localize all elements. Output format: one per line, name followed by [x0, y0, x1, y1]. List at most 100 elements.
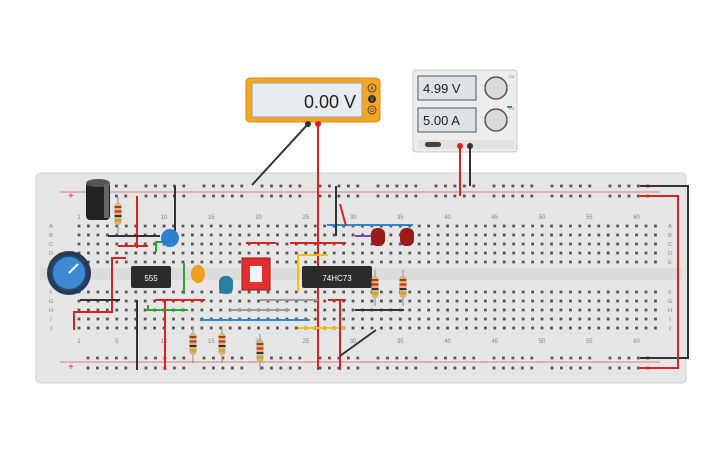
- breadboard-hole[interactable]: [212, 184, 215, 188]
- breadboard-hole[interactable]: [370, 317, 374, 321]
- breadboard-hole[interactable]: [276, 251, 279, 255]
- breadboard-hole[interactable]: [455, 317, 459, 321]
- breadboard-hole[interactable]: [342, 290, 345, 294]
- breadboard-hole[interactable]: [587, 290, 591, 294]
- breadboard-hole[interactable]: [578, 194, 582, 198]
- breadboard-hole[interactable]: [587, 317, 591, 321]
- breadboard-hole[interactable]: [483, 233, 487, 237]
- breadboard-hole[interactable]: [376, 356, 380, 360]
- breadboard-hole[interactable]: [502, 260, 506, 264]
- breadboard-hole[interactable]: [597, 242, 601, 246]
- breadboard-hole[interactable]: [172, 326, 175, 330]
- breadboard-hole[interactable]: [502, 251, 506, 255]
- breadboard-hole[interactable]: [569, 233, 572, 237]
- breadboard-hole[interactable]: [578, 290, 582, 294]
- breadboard-hole[interactable]: [550, 194, 554, 198]
- breadboard-hole[interactable]: [587, 233, 591, 237]
- breadboard-hole[interactable]: [521, 290, 525, 294]
- breadboard-hole[interactable]: [228, 233, 232, 237]
- breadboard-hole[interactable]: [540, 317, 544, 321]
- breadboard-hole[interactable]: [200, 326, 204, 330]
- breadboard-hole[interactable]: [356, 194, 360, 198]
- breadboard-hole[interactable]: [472, 194, 476, 198]
- breadboard-hole[interactable]: [257, 326, 260, 330]
- breadboard-hole[interactable]: [240, 184, 244, 188]
- blue-led[interactable]: [219, 276, 233, 294]
- breadboard-hole[interactable]: [313, 290, 317, 294]
- breadboard-hole[interactable]: [625, 242, 629, 246]
- breadboard-hole[interactable]: [351, 308, 355, 312]
- breadboard-hole[interactable]: [370, 242, 374, 246]
- breadboard-hole[interactable]: [616, 233, 620, 237]
- breadboard-hole[interactable]: [332, 251, 336, 255]
- breadboard-hole[interactable]: [606, 233, 610, 237]
- breadboard-hole[interactable]: [417, 317, 421, 321]
- breadboard-hole[interactable]: [389, 317, 393, 321]
- breadboard-hole[interactable]: [191, 251, 194, 255]
- breadboard-hole[interactable]: [276, 233, 279, 237]
- breadboard-hole[interactable]: [370, 326, 374, 330]
- breadboard-hole[interactable]: [408, 290, 412, 294]
- breadboard-hole[interactable]: [569, 299, 572, 303]
- voltage-knob[interactable]: [484, 76, 508, 100]
- breadboard-hole[interactable]: [502, 224, 506, 228]
- breadboard-hole[interactable]: [427, 317, 431, 321]
- breadboard-hole[interactable]: [446, 224, 449, 228]
- breadboard-hole[interactable]: [380, 260, 383, 264]
- breadboard-hole[interactable]: [502, 242, 506, 246]
- breadboard-hole[interactable]: [436, 308, 440, 312]
- breadboard-hole[interactable]: [635, 317, 638, 321]
- breadboard-hole[interactable]: [618, 356, 621, 360]
- breadboard-hole[interactable]: [285, 242, 289, 246]
- breadboard-hole[interactable]: [414, 366, 418, 370]
- breadboard-hole[interactable]: [181, 233, 185, 237]
- breadboard-hole[interactable]: [427, 326, 431, 330]
- breadboard-hole[interactable]: [644, 290, 648, 294]
- breadboard-hole[interactable]: [398, 317, 402, 321]
- breadboard-hole[interactable]: [635, 326, 638, 330]
- breadboard-hole[interactable]: [427, 299, 431, 303]
- breadboard-hole[interactable]: [455, 224, 459, 228]
- breadboard-hole[interactable]: [644, 251, 648, 255]
- breadboard-hole[interactable]: [191, 233, 194, 237]
- breadboard-hole[interactable]: [644, 242, 648, 246]
- breadboard-hole[interactable]: [323, 299, 327, 303]
- breadboard-hole[interactable]: [260, 194, 264, 198]
- breadboard-hole[interactable]: [618, 184, 621, 188]
- breadboard-hole[interactable]: [143, 242, 147, 246]
- breadboard-hole[interactable]: [202, 356, 206, 360]
- breadboard-hole[interactable]: [606, 251, 610, 255]
- breadboard-hole[interactable]: [540, 308, 544, 312]
- breadboard-hole[interactable]: [380, 326, 383, 330]
- breadboard-hole[interactable]: [105, 356, 109, 360]
- breadboard-hole[interactable]: [209, 224, 213, 228]
- breadboard-hole[interactable]: [502, 308, 506, 312]
- breadboard-hole[interactable]: [124, 356, 128, 360]
- breadboard-hole[interactable]: [356, 356, 360, 360]
- breadboard-hole[interactable]: [143, 260, 147, 264]
- breadboard-hole[interactable]: [266, 251, 270, 255]
- breadboard-hole[interactable]: [569, 366, 573, 370]
- breadboard-hole[interactable]: [298, 356, 302, 360]
- breadboard-hole[interactable]: [380, 317, 383, 321]
- breadboard-hole[interactable]: [114, 194, 118, 198]
- breadboard-hole[interactable]: [124, 290, 128, 294]
- breadboard-hole[interactable]: [96, 356, 99, 360]
- breadboard-hole[interactable]: [453, 194, 457, 198]
- breadboard-hole[interactable]: [455, 233, 459, 237]
- breadboard-hole[interactable]: [209, 233, 213, 237]
- breadboard-hole[interactable]: [124, 308, 128, 312]
- breadboard-hole[interactable]: [96, 242, 100, 246]
- breadboard-hole[interactable]: [427, 251, 431, 255]
- breadboard-hole[interactable]: [465, 224, 468, 228]
- breadboard-hole[interactable]: [635, 299, 638, 303]
- breadboard-hole[interactable]: [625, 233, 629, 237]
- breadboard-hole[interactable]: [376, 194, 380, 198]
- breadboard-hole[interactable]: [77, 224, 81, 228]
- breadboard-hole[interactable]: [608, 194, 612, 198]
- breadboard-hole[interactable]: [202, 366, 206, 370]
- breadboard-hole[interactable]: [328, 184, 331, 188]
- breadboard-hole[interactable]: [427, 233, 431, 237]
- breadboard-hole[interactable]: [455, 290, 459, 294]
- breadboard-hole[interactable]: [304, 290, 308, 294]
